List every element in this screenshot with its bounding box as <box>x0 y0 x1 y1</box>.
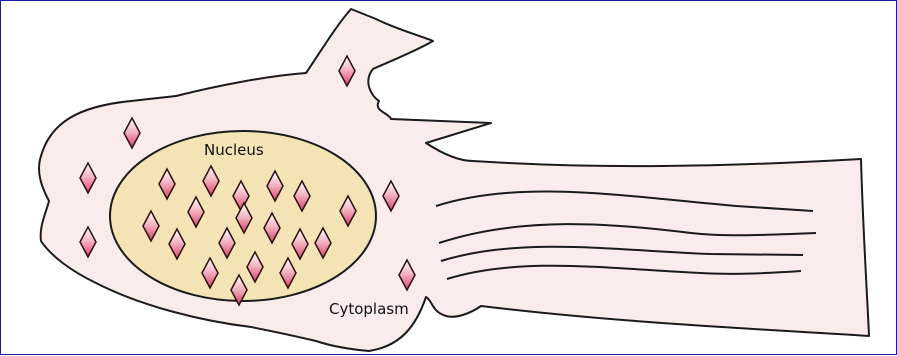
nucleus-label: Nucleus <box>204 141 264 159</box>
cytoplasm-label: Cytoplasm <box>329 300 409 318</box>
